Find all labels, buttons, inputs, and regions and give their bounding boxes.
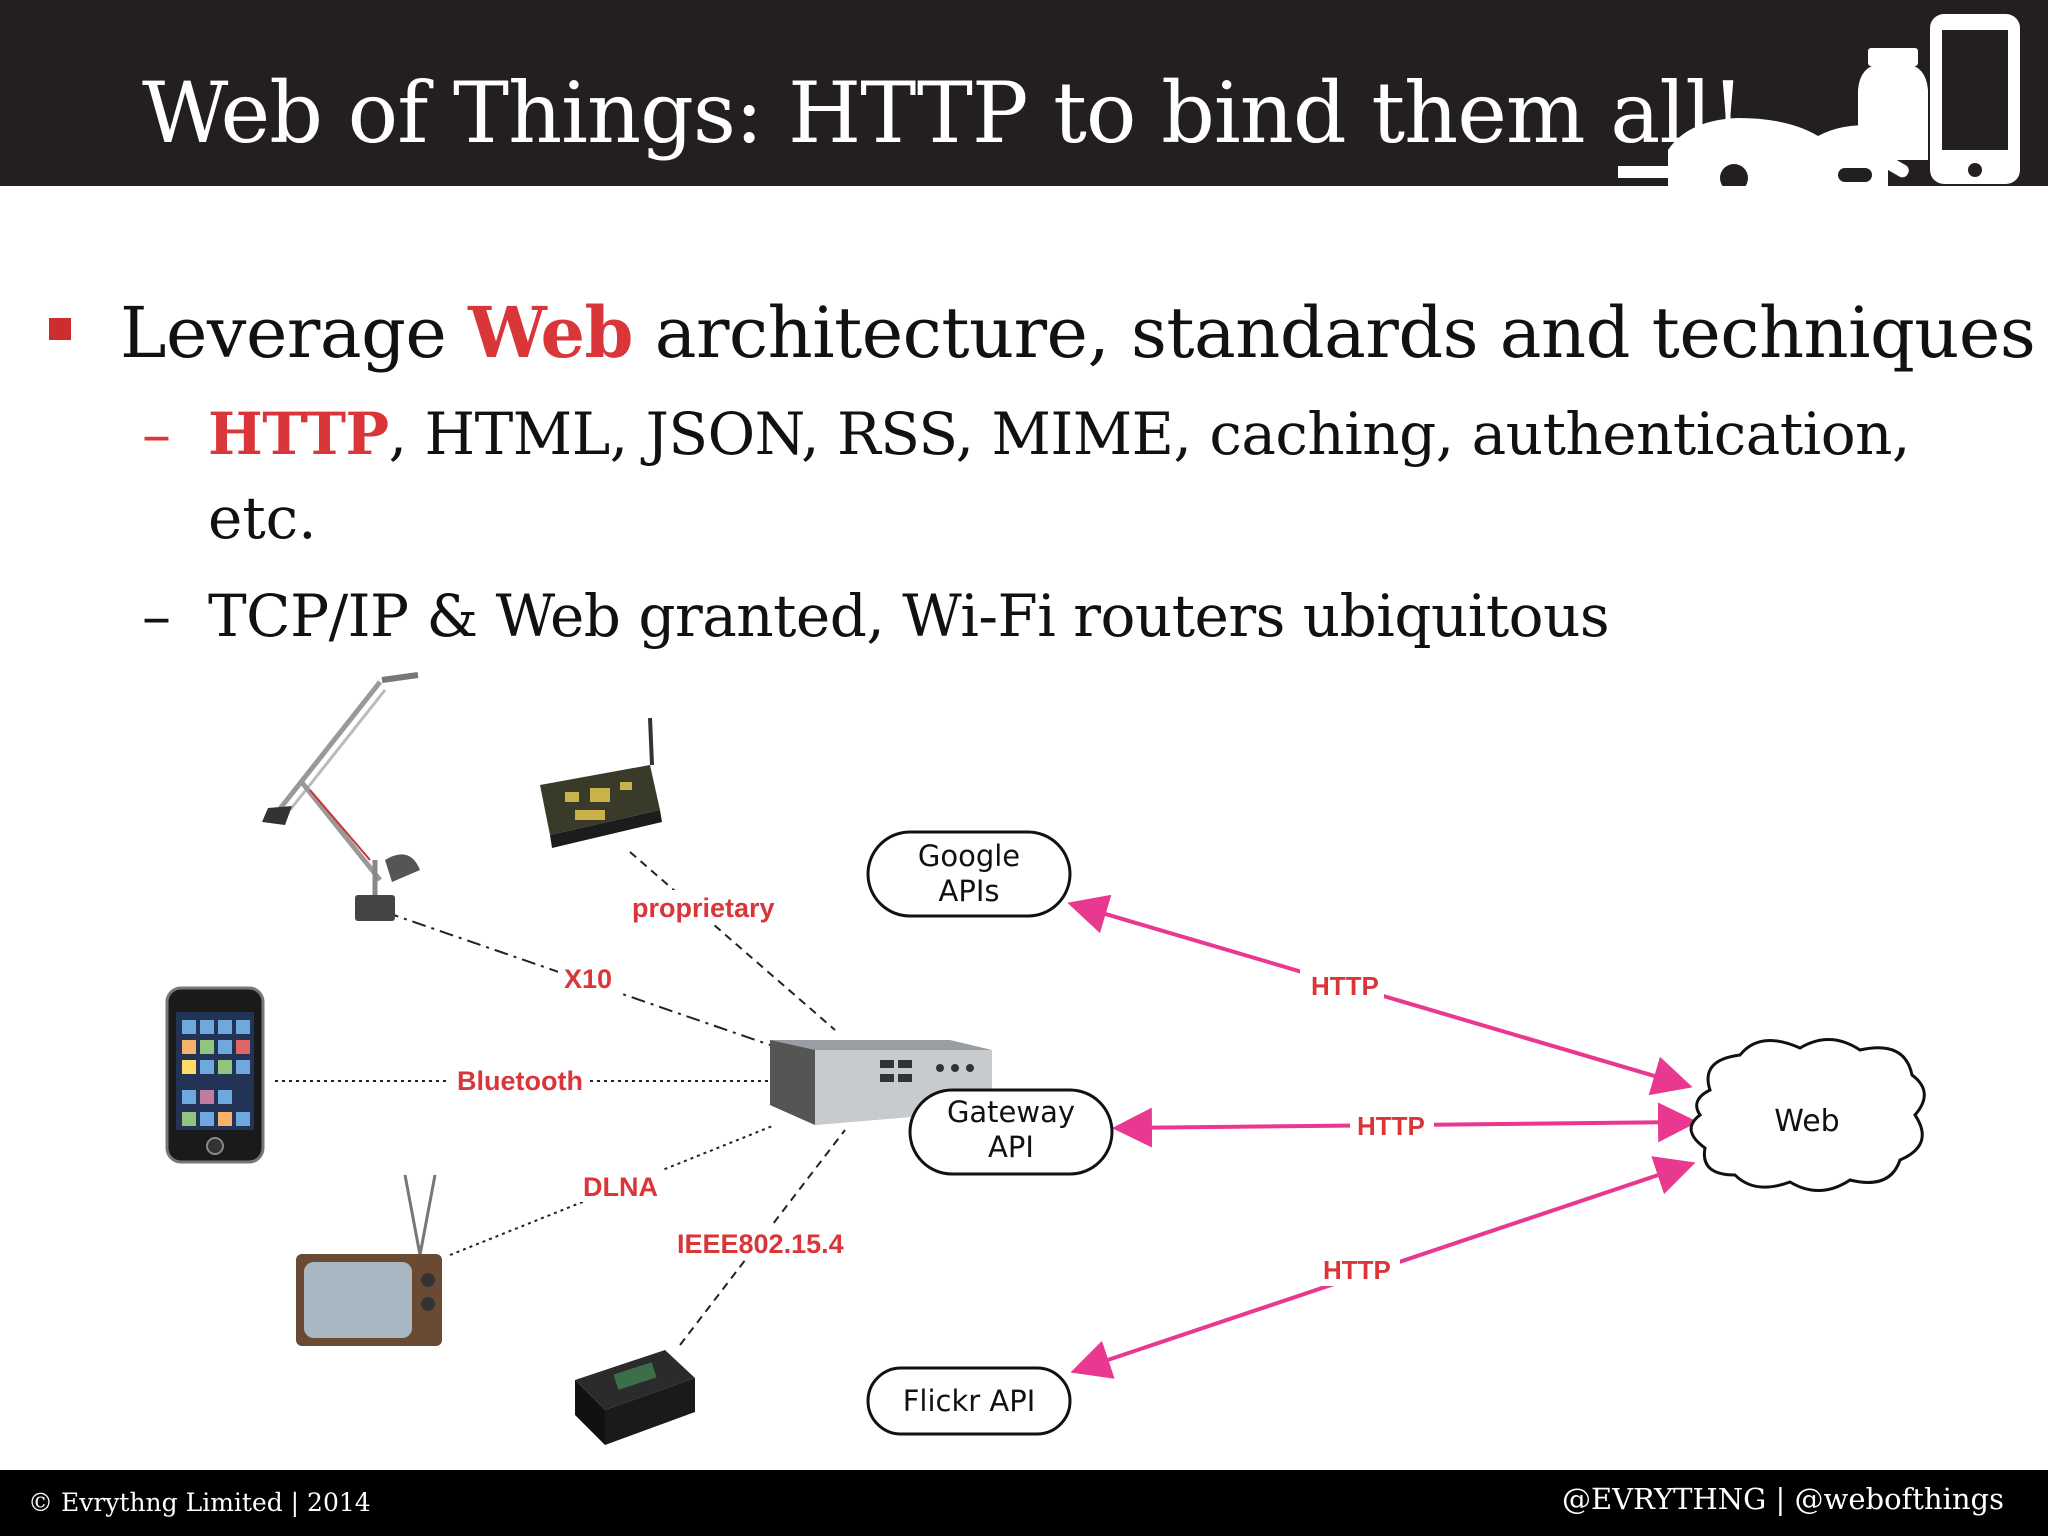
sensor-board-icon bbox=[540, 717, 662, 848]
http-label-flickr: HTTP bbox=[1323, 1255, 1391, 1285]
ieee-label: IEEE802.15.4 bbox=[677, 1229, 844, 1259]
google-apis-node: Google APIs bbox=[866, 830, 1072, 918]
sensor-node-icon bbox=[575, 1350, 695, 1445]
google-apis-label-line2: APIs bbox=[939, 874, 1000, 908]
dash-marker: – bbox=[142, 400, 171, 468]
bullet-main-text: Leverage bbox=[120, 292, 469, 374]
gateway-api-label-line1: Gateway bbox=[947, 1095, 1075, 1129]
x10-label: X10 bbox=[564, 964, 612, 994]
sub-bullet-1-continuation: etc. bbox=[208, 484, 317, 552]
architecture-diagram: proprietary X10 Bluetooth DLNA IEEE802.1… bbox=[165, 672, 1926, 1445]
bullet-main: Leverage Web architecture, standards and… bbox=[120, 288, 2036, 378]
dash-marker: – bbox=[142, 582, 171, 650]
bullet-list: Leverage Web architecture, standards and… bbox=[0, 0, 2048, 700]
proprietary-label: proprietary bbox=[632, 893, 775, 923]
footer-bar: © Evrythng Limited | 2014 @EVRYTHNG | @w… bbox=[0, 1470, 2048, 1536]
sub-bullet-2-text: TCP/IP & Web granted, Wi-Fi routers ubiq… bbox=[208, 582, 1610, 650]
smartphone-icon bbox=[165, 986, 265, 1164]
slide-title: Web of Things: HTTP to bind them all! bbox=[142, 64, 1745, 162]
sub-bullet-1: –HTTP, HTML, JSON, RSS, MIME, caching, a… bbox=[142, 394, 1910, 474]
dlna-label: DLNA bbox=[583, 1172, 658, 1202]
devices-silhouette-icon bbox=[1618, 14, 2020, 186]
television-icon bbox=[296, 1174, 442, 1346]
bullet-main-text-rest: architecture, standards and techniques bbox=[632, 292, 2036, 374]
web-label: Web bbox=[1774, 1104, 1839, 1139]
google-apis-label-line1: Google bbox=[918, 839, 1020, 873]
title-bar: Web of Things: HTTP to bind them all! bbox=[0, 0, 2048, 186]
copyright-text: © Evrythng Limited | 2014 bbox=[28, 1488, 371, 1517]
ieee-link bbox=[679, 1129, 846, 1346]
gateway-api-label-line2: API bbox=[988, 1130, 1034, 1164]
sub-bullet-1-text: , HTML, JSON, RSS, MIME, caching, authen… bbox=[388, 400, 1911, 468]
proprietary-link bbox=[629, 851, 836, 1031]
bullet-main-highlight: Web bbox=[468, 291, 633, 374]
lamp-icon bbox=[262, 672, 420, 921]
bluetooth-label: Bluetooth bbox=[457, 1066, 583, 1096]
gateway-api-node: Gateway API bbox=[908, 1088, 1114, 1176]
bullet-marker-icon bbox=[49, 318, 71, 340]
http-label-gateway: HTTP bbox=[1357, 1111, 1425, 1141]
web-cloud-node: Web bbox=[1689, 1038, 1926, 1192]
flickr-api-node: Flickr API bbox=[866, 1366, 1072, 1436]
twitter-handles: @EVRYTHNG | @webofthings bbox=[1561, 1482, 2004, 1516]
http-label-google: HTTP bbox=[1311, 971, 1379, 1001]
flickr-api-label: Flickr API bbox=[903, 1384, 1036, 1418]
sub-bullet-2: –TCP/IP & Web granted, Wi-Fi routers ubi… bbox=[142, 576, 1610, 656]
sub-bullet-1-highlight: HTTP bbox=[208, 400, 389, 468]
